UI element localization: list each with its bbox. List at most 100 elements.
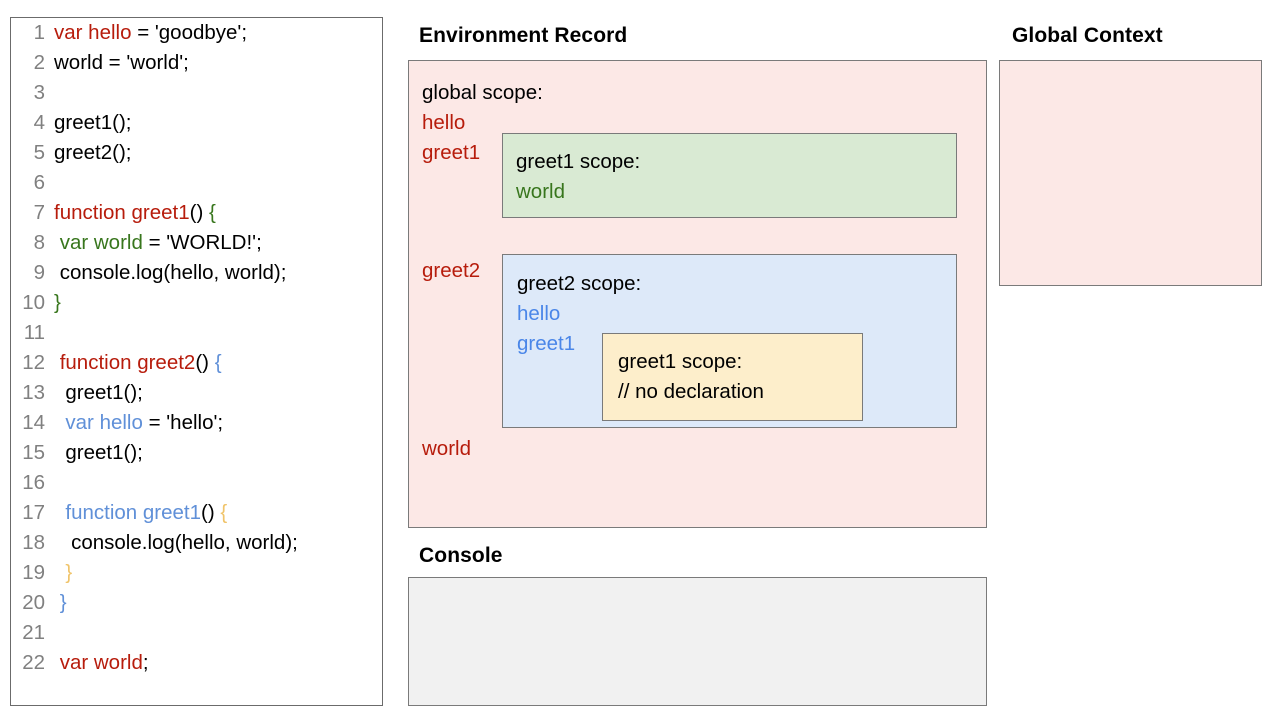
code-line[interactable]: 13 greet1(); bbox=[11, 378, 382, 408]
code-line[interactable]: 17 function greet1() { bbox=[11, 498, 382, 528]
code-token: { bbox=[208, 201, 216, 224]
code-line-text: greet1(); bbox=[54, 438, 143, 468]
code-token: console.log(hello, world); bbox=[54, 261, 287, 284]
code-token: } bbox=[65, 561, 73, 584]
code-line-text: greet1(); bbox=[54, 108, 131, 138]
code-line-number: 21 bbox=[22, 621, 45, 644]
code-line-text: console.log(hello, world); bbox=[54, 258, 287, 288]
code-line-number: 22 bbox=[22, 651, 45, 674]
code-line-number: 9 bbox=[33, 261, 45, 284]
greet1-inner-scope-comment: // no declaration bbox=[618, 380, 764, 403]
code-line[interactable]: 9 console.log(hello, world); bbox=[11, 258, 382, 288]
code-line[interactable]: 12 function greet2() { bbox=[11, 348, 382, 378]
code-line-number: 10 bbox=[22, 291, 45, 314]
code-line[interactable]: 3 bbox=[11, 78, 382, 108]
code-line-text: var hello = 'goodbye'; bbox=[54, 18, 247, 48]
code-line[interactable]: 8 var world = 'WORLD!'; bbox=[11, 228, 382, 258]
code-token: ; bbox=[142, 651, 149, 674]
code-line-number: 19 bbox=[22, 561, 45, 584]
environment-record-title: Environment Record bbox=[419, 24, 628, 47]
code-line[interactable]: 18 console.log(hello, world); bbox=[11, 528, 382, 558]
code-line-text: greet1(); bbox=[54, 378, 142, 408]
code-token: () bbox=[189, 201, 209, 224]
code-line-number: 2 bbox=[33, 51, 45, 74]
greet1-inner-scope-box: greet1 scope: // no declaration bbox=[602, 333, 863, 421]
code-token: console.log(hello, world); bbox=[54, 531, 298, 554]
code-line-number: 16 bbox=[22, 471, 45, 494]
code-token: var world bbox=[59, 651, 143, 674]
global-context-panel bbox=[999, 60, 1262, 286]
code-line-number: 6 bbox=[33, 171, 45, 194]
code-line-number: 14 bbox=[22, 411, 45, 434]
code-line[interactable]: 22 var world; bbox=[11, 648, 382, 678]
code-line-text: } bbox=[54, 588, 67, 618]
greet2-scope-var-hello: hello bbox=[517, 302, 561, 325]
code-line-text: function greet1() { bbox=[54, 198, 216, 228]
greet1-scope-var-world: world bbox=[516, 180, 565, 203]
global-scope-var-hello: hello bbox=[422, 111, 466, 134]
code-token: function greet1 bbox=[65, 501, 202, 524]
global-scope-var-greet1: greet1 bbox=[422, 141, 481, 164]
code-line[interactable]: 15 greet1(); bbox=[11, 438, 382, 468]
code-token bbox=[54, 561, 65, 584]
code-line-number: 20 bbox=[22, 591, 45, 614]
code-token: { bbox=[220, 501, 228, 524]
code-token: { bbox=[214, 351, 222, 374]
code-line-number: 7 bbox=[33, 201, 45, 224]
global-scope-var-greet2: greet2 bbox=[422, 259, 481, 282]
code-line-text: function greet2() { bbox=[54, 348, 222, 378]
code-line-text: } bbox=[54, 558, 72, 588]
code-line-number: 15 bbox=[22, 441, 45, 464]
global-scope-var-world: world bbox=[422, 437, 471, 460]
environment-record-panel: global scope: hello greet1 greet2 world … bbox=[408, 60, 987, 528]
greet2-scope-var-greet1: greet1 bbox=[517, 332, 576, 355]
code-line[interactable]: 4 greet1(); bbox=[11, 108, 382, 138]
console-panel[interactable] bbox=[408, 577, 987, 706]
code-token: greet1(); bbox=[54, 111, 132, 134]
code-token: var world bbox=[59, 231, 143, 254]
code-token: } bbox=[54, 291, 61, 314]
code-line[interactable]: 19 } bbox=[11, 558, 382, 588]
code-token: () bbox=[195, 351, 215, 374]
code-line-text: } bbox=[54, 288, 61, 318]
code-line[interactable]: 14 var hello = 'hello'; bbox=[11, 408, 382, 438]
code-line-text: var hello = 'hello'; bbox=[54, 408, 223, 438]
code-line[interactable]: 2 world = 'world'; bbox=[11, 48, 382, 78]
code-line-number: 17 bbox=[22, 501, 45, 524]
code-token: greet1(); bbox=[54, 441, 143, 464]
code-token bbox=[54, 411, 65, 434]
greet2-scope-box: greet2 scope: hello greet1 greet1 scope:… bbox=[502, 254, 957, 428]
code-token: function greet2 bbox=[59, 351, 196, 374]
code-token: () bbox=[201, 501, 221, 524]
code-line-text: var world; bbox=[54, 648, 149, 678]
code-token: = 'WORLD!'; bbox=[142, 231, 262, 254]
code-line-number: 13 bbox=[22, 381, 45, 404]
code-token: = 'hello'; bbox=[142, 411, 224, 434]
code-token: world = 'world'; bbox=[54, 51, 189, 74]
code-token: = 'goodbye'; bbox=[131, 21, 248, 44]
greet1-scope-heading: greet1 scope: bbox=[516, 150, 641, 173]
code-line[interactable]: 11 bbox=[11, 318, 382, 348]
console-title: Console bbox=[419, 544, 503, 567]
code-line-number: 4 bbox=[33, 111, 45, 134]
code-token: function greet1 bbox=[54, 201, 190, 224]
code-line-text: greet2(); bbox=[54, 138, 131, 168]
global-context-title: Global Context bbox=[1012, 24, 1163, 47]
code-line-number: 18 bbox=[22, 531, 45, 554]
code-line[interactable]: 6 bbox=[11, 168, 382, 198]
code-line-text: world = 'world'; bbox=[54, 48, 189, 78]
code-line[interactable]: 16 bbox=[11, 468, 382, 498]
greet1-scope-box: greet1 scope: world bbox=[502, 133, 957, 218]
code-token bbox=[54, 501, 65, 524]
code-line[interactable]: 10} bbox=[11, 288, 382, 318]
code-line-number: 3 bbox=[33, 81, 45, 104]
global-scope-heading: global scope: bbox=[422, 81, 543, 104]
code-line[interactable]: 7 function greet1() { bbox=[11, 198, 382, 228]
code-line[interactable]: 20 } bbox=[11, 588, 382, 618]
code-line-number: 12 bbox=[22, 351, 45, 374]
code-token: greet2(); bbox=[54, 141, 132, 164]
code-line[interactable]: 21 bbox=[11, 618, 382, 648]
